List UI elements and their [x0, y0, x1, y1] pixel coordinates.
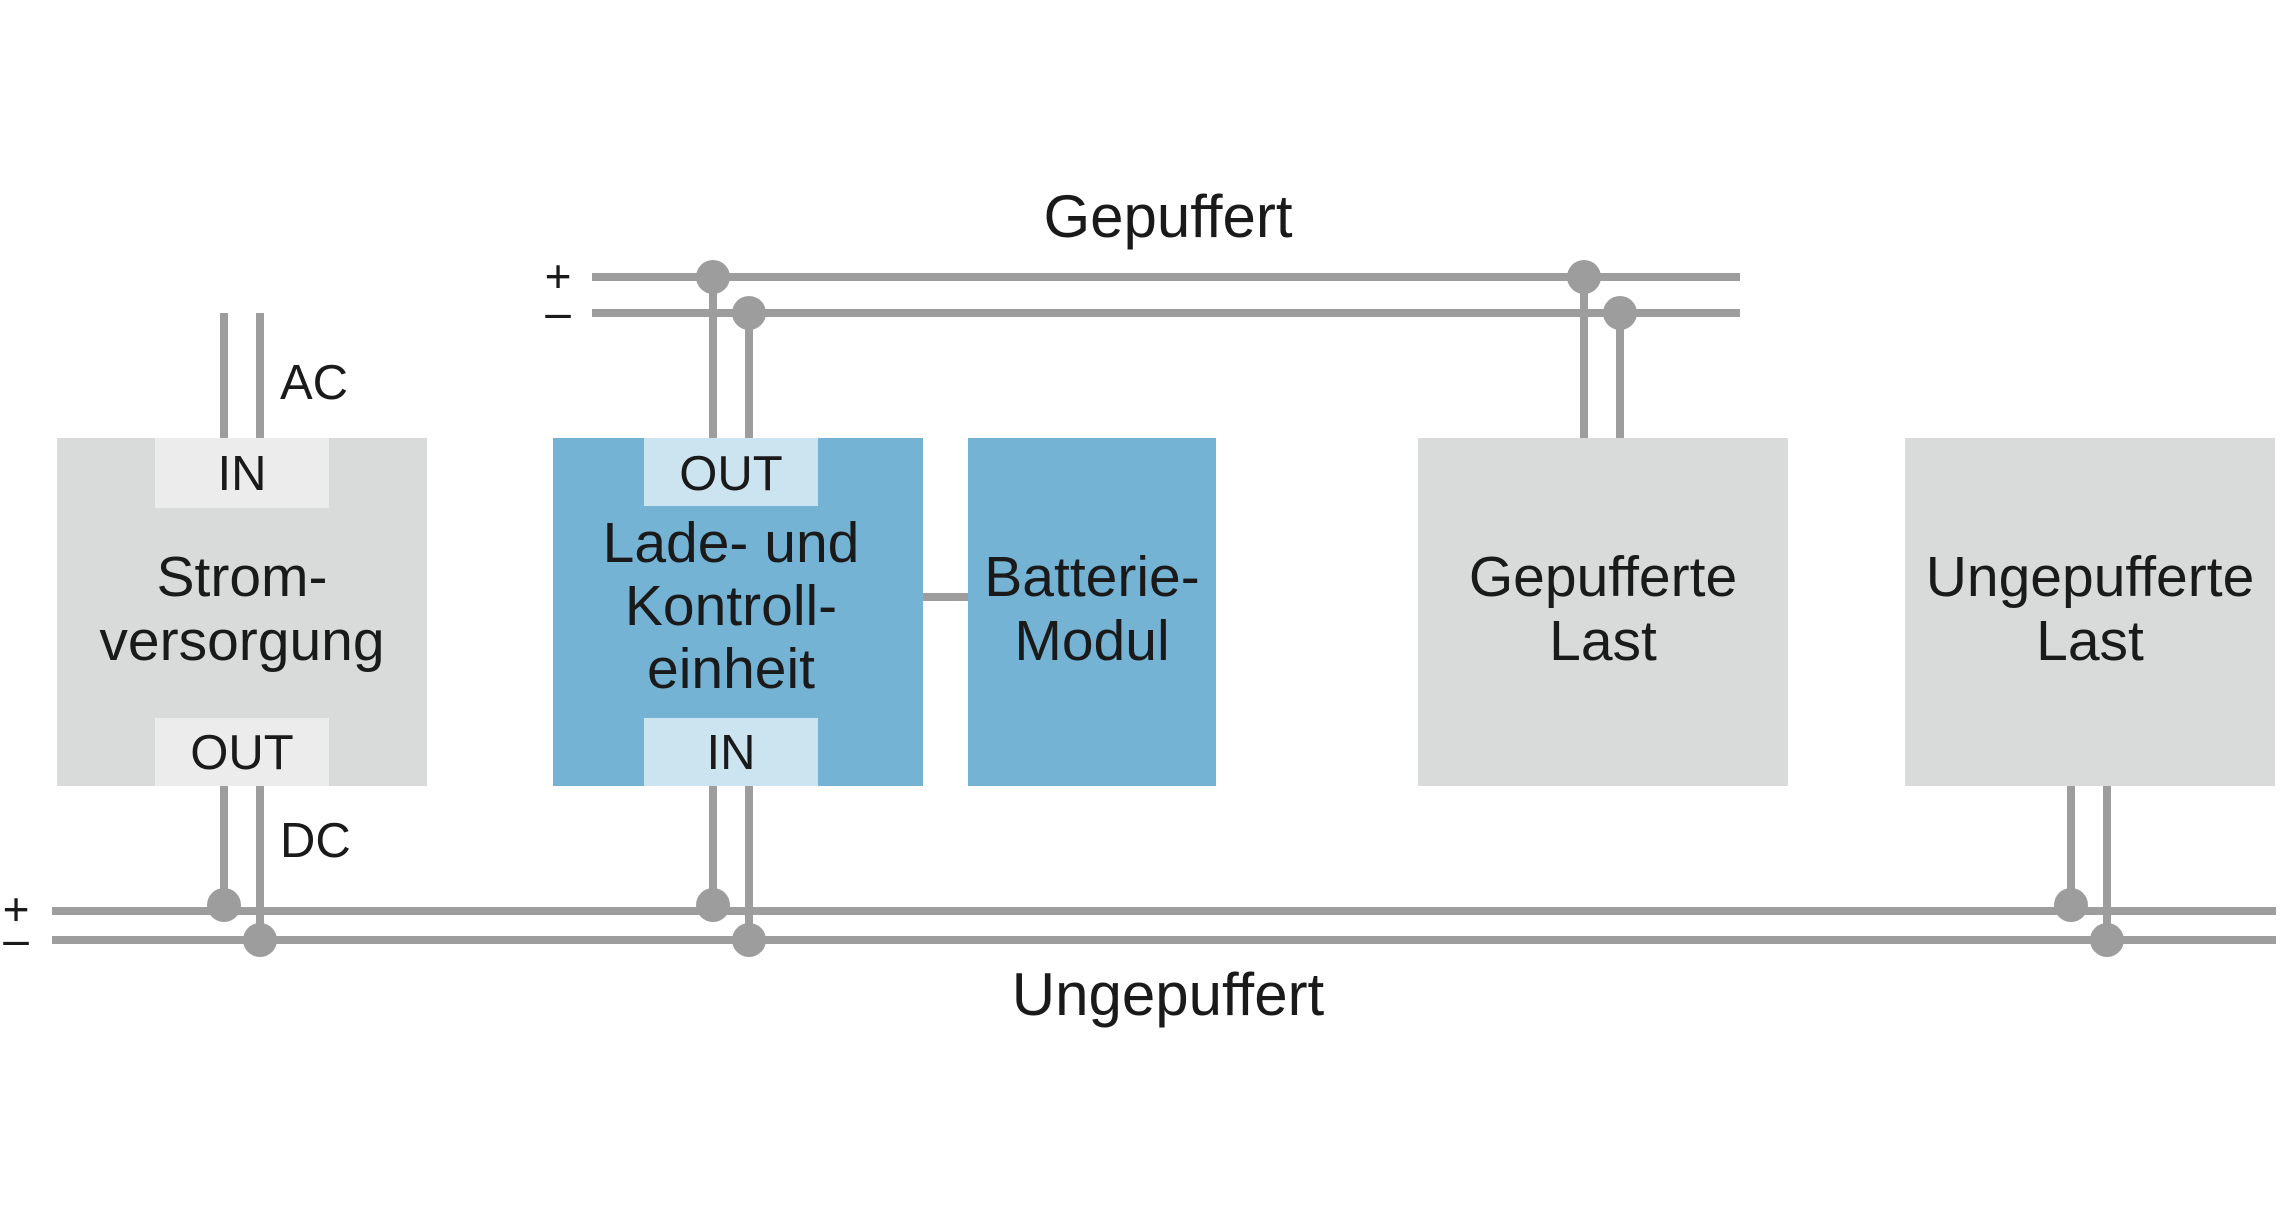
- ac-label: AC: [280, 356, 348, 410]
- charge-unit-in-label: IN: [707, 726, 756, 780]
- junction-dot: [732, 923, 766, 957]
- junction-dot: [696, 888, 730, 922]
- junction-dot: [243, 923, 277, 957]
- battery-name-line2: Modul: [1014, 609, 1169, 673]
- power-supply-out-label: OUT: [190, 726, 293, 780]
- dc-label: DC: [280, 814, 351, 868]
- junction-dot: [2090, 923, 2124, 957]
- unbuffered-bus-label: Ungepuffert: [1012, 961, 1325, 1028]
- buffered-bus-label: Gepuffert: [1043, 183, 1292, 250]
- power-supply-out-port: [155, 718, 329, 786]
- junction-dot: [696, 260, 730, 294]
- unbuffered-load-name-line2: Last: [2036, 609, 2144, 673]
- power-supply-name-line2: versorgung: [99, 609, 384, 673]
- junction-dot: [207, 888, 241, 922]
- power-supply-in-label: IN: [218, 447, 267, 501]
- charge-unit-name-line3: einheit: [647, 637, 815, 701]
- buffered-load-name-line2: Last: [1549, 609, 1657, 673]
- junction-dot: [2054, 888, 2088, 922]
- charge-control-unit-block: OUT IN Lade- und Kontroll- einheit: [553, 438, 923, 786]
- charge-unit-name-line1: Lade- und: [603, 511, 860, 575]
- junction-dot: [732, 296, 766, 330]
- charge-unit-out-port: [644, 438, 818, 506]
- buffered-load-name-line1: Gepufferte: [1469, 545, 1737, 609]
- charge-unit-out-label: OUT: [679, 447, 782, 501]
- junction-dot: [1603, 296, 1637, 330]
- charge-unit-name-line2: Kontroll-: [625, 574, 837, 638]
- charge-unit-in-port: [644, 718, 818, 786]
- power-supply-in-port: [155, 438, 329, 508]
- unbuffered-load-block: Ungepufferte Last: [1905, 438, 2275, 786]
- power-supply-name-line1: Strom-: [157, 545, 328, 609]
- power-supply-block: IN OUT Strom- versorgung: [57, 438, 427, 786]
- unbuffered-load-name-line1: Ungepufferte: [1926, 545, 2255, 609]
- unbuffered-minus-sign: –: [3, 913, 29, 965]
- buffered-minus-sign: –: [545, 286, 571, 338]
- battery-name-line1: Batterie-: [984, 545, 1199, 609]
- buffered-plus-sign: +: [545, 250, 572, 302]
- buffered-load-block: Gepufferte Last: [1418, 438, 1788, 786]
- junction-dot: [1567, 260, 1601, 294]
- battery-module-block: Batterie- Modul: [968, 438, 1216, 786]
- unbuffered-plus-sign: +: [3, 883, 30, 935]
